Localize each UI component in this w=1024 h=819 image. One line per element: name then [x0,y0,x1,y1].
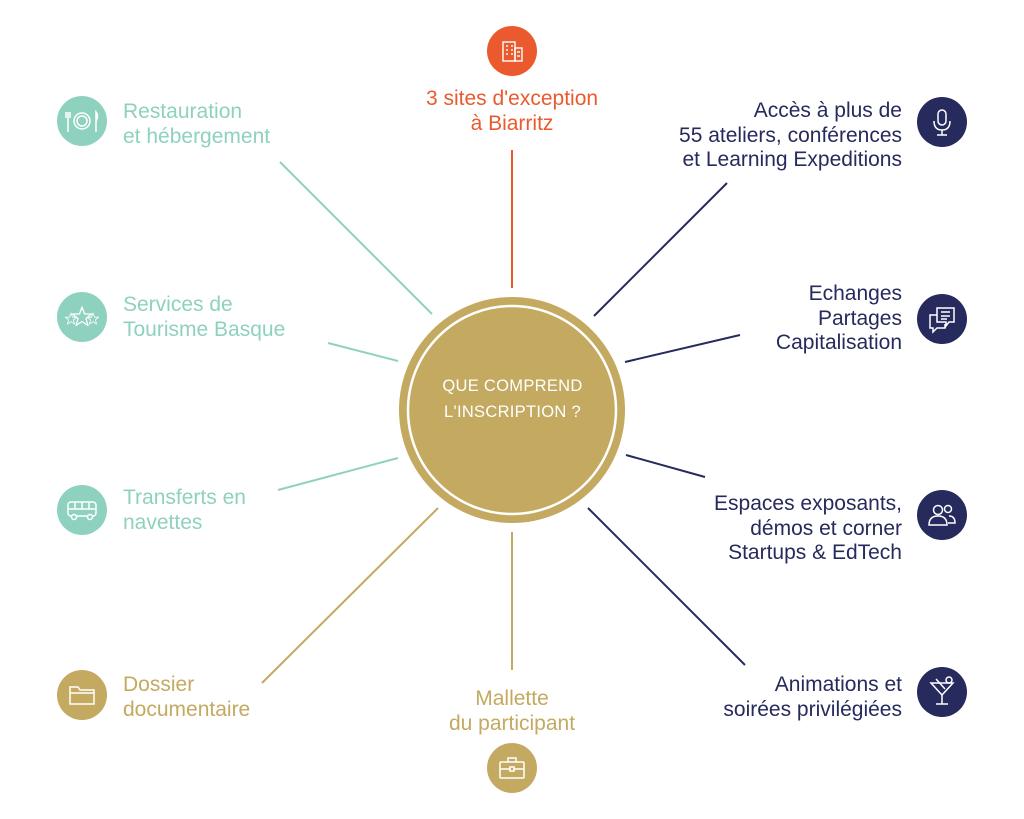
bus-icon [57,485,107,535]
building-icon [487,26,537,76]
label-ateliers: Accès à plus de 55 ateliers, conférences… [679,99,902,171]
folder-icon [57,670,107,720]
microphone-icon [917,97,967,147]
hub-circle [399,297,625,523]
hub-title: QUE COMPREND L'INSCRIPTION ? [442,377,583,421]
label-transferts: Transferts en navettes [123,486,246,534]
spoke-restauration [279,161,433,315]
spoke-animations [587,507,746,666]
cocktail-icon [917,667,967,717]
spoke-ateliers [593,182,728,317]
label-sites: 3 sites d'exception à Biarritz [425,87,599,135]
spoke-echanges [624,334,741,363]
spoke-tourisme [327,342,399,362]
label-animations: Animations et soirées privilégiées [723,673,902,721]
label-tourisme: Services de Tourisme Basque [123,293,286,341]
spoke-transferts [277,457,399,491]
label-dossier: Dossier documentaire [123,673,251,721]
label-echanges: Echanges Partages Capitalisation [775,282,902,354]
chat-bubble-icon [917,294,967,344]
briefcase-icon [487,743,537,793]
stars-icon [57,292,107,342]
cutlery-icon [57,96,107,146]
spoke-dossier [261,507,439,684]
label-restauration: Restauration et hébergement [123,100,271,148]
spoke-espaces [625,454,706,478]
label-mallette: Mallette du participant [448,687,576,735]
people-icon [917,490,967,540]
label-espaces: Espaces exposants, démos et corner Start… [714,492,902,564]
